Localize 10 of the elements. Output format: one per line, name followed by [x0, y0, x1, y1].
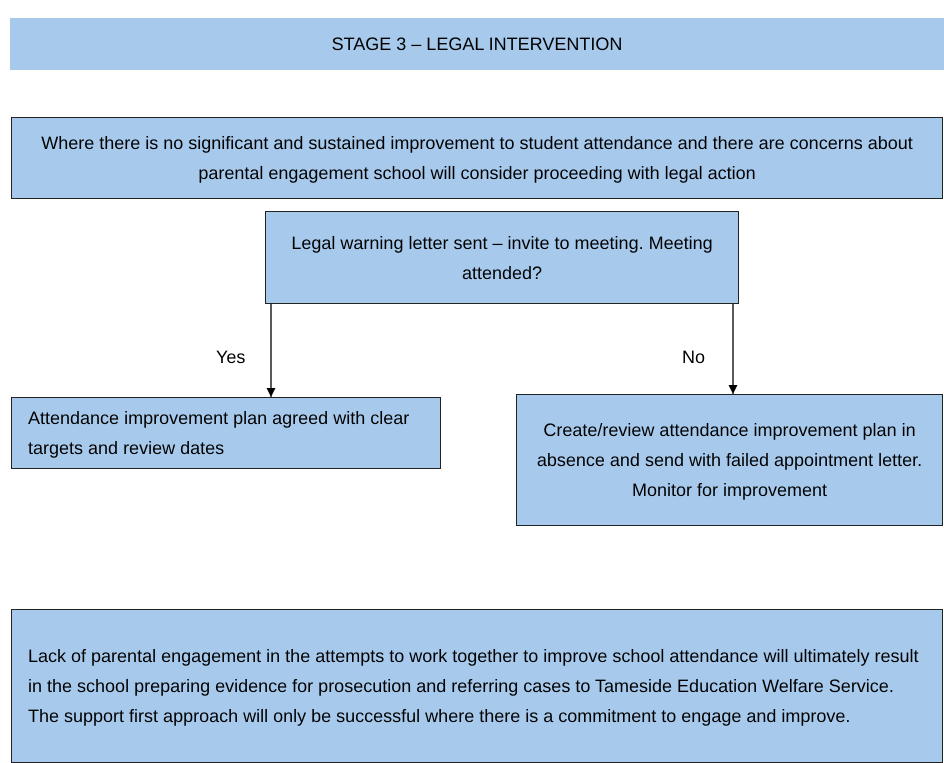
- arrow: [728, 304, 738, 394]
- arrow: [266, 304, 276, 397]
- process-box: Legal warning letter sent – invite to meeting. Meeting attended?: [265, 211, 739, 304]
- process-box: Lack of parental engagement in the attempts to work together to improve school attendance will ultimately result in the school preparing evidence for prosecution and referring cases to Tameside Education Welfare Service. The support first approach will only be successful where there is a commitment to engage and improve.: [11, 609, 943, 763]
- edge-label: Yes: [216, 348, 246, 366]
- title-band: STAGE 3 – LEGAL INTERVENTION: [10, 18, 944, 70]
- process-box: Attendance improvement plan agreed with clear targets and review dates: [11, 397, 441, 469]
- process-box: Create/review attendance improvement plan in absence and send with failed appointment letter. Monitor for improvement: [516, 394, 943, 526]
- edge-label: No: [682, 348, 706, 366]
- process-box: Where there is no significant and sustained improvement to student attendance and there are concerns about parental engagement school will consider proceeding with legal action: [11, 117, 943, 199]
